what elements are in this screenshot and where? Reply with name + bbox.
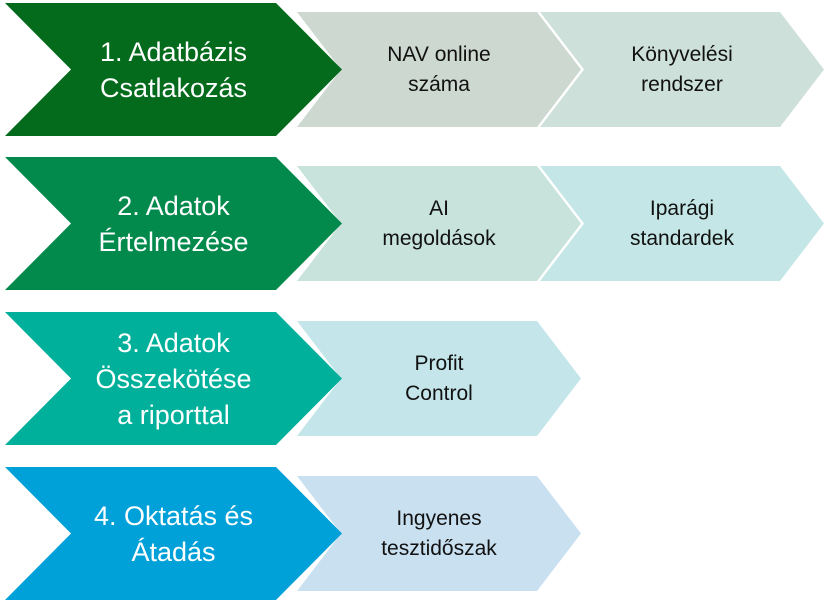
step-2-chevron-shape [5, 157, 342, 290]
step-4-sub-1-chevron-label: Ingyenes tesztidőszak [381, 506, 497, 560]
step-2-chevron-label: 2. Adatok Értelmezése [98, 190, 249, 257]
step-3-chevron-shape [5, 312, 342, 445]
step-1-sub-1-chevron: NAV online száma [297, 12, 581, 127]
step-4-chevron: 4. Oktatás és Átadás [5, 467, 342, 600]
step-1-sub-2-chevron-shape [540, 12, 824, 127]
step-3-sub-1-chevron-label: Profit Control [405, 351, 473, 405]
step-2-sub-1-chevron-shape [297, 166, 581, 281]
step-3-chevron-label: 3. Adatok Összekötése a riporttal [95, 327, 252, 430]
step-2-chevron: 2. Adatok Értelmezése [5, 157, 342, 290]
step-4-chevron-label: 4. Oktatás és Átadás [93, 500, 254, 567]
step-3-chevron: 3. Adatok Összekötése a riporttal [5, 312, 342, 445]
step-4-sub-1-chevron-shape [297, 476, 581, 591]
step-4-sub-1-chevron: Ingyenes tesztidőszak [297, 476, 581, 591]
step-1-sub-1-chevron-label: NAV online száma [387, 42, 491, 96]
step-2-sub-2-chevron: Iparági standardek [540, 166, 824, 281]
step-2-sub-1-chevron: AI megoldások [297, 166, 581, 281]
step-2-sub-2-chevron-shape [540, 166, 824, 281]
step-1-chevron-shape [5, 3, 342, 136]
step-3-sub-1-chevron: Profit Control [297, 321, 581, 436]
step-1-sub-2-chevron: Könyvelési rendszer [540, 12, 824, 127]
step-1-chevron: 1. Adatbázis Csatlakozás [5, 3, 342, 136]
step-3-sub-1-chevron-shape [297, 321, 581, 436]
step-1-sub-1-chevron-shape [297, 12, 581, 127]
step-2-sub-1-chevron-label: AI megoldások [382, 196, 496, 250]
step-2-sub-2-chevron-label: Iparági standardek [630, 196, 734, 250]
step-4-chevron-shape [5, 467, 342, 600]
step-1-chevron-label: 1. Adatbázis Csatlakozás [99, 36, 248, 103]
step-1-sub-2-chevron-label: Könyvelési rendszer [631, 42, 733, 96]
